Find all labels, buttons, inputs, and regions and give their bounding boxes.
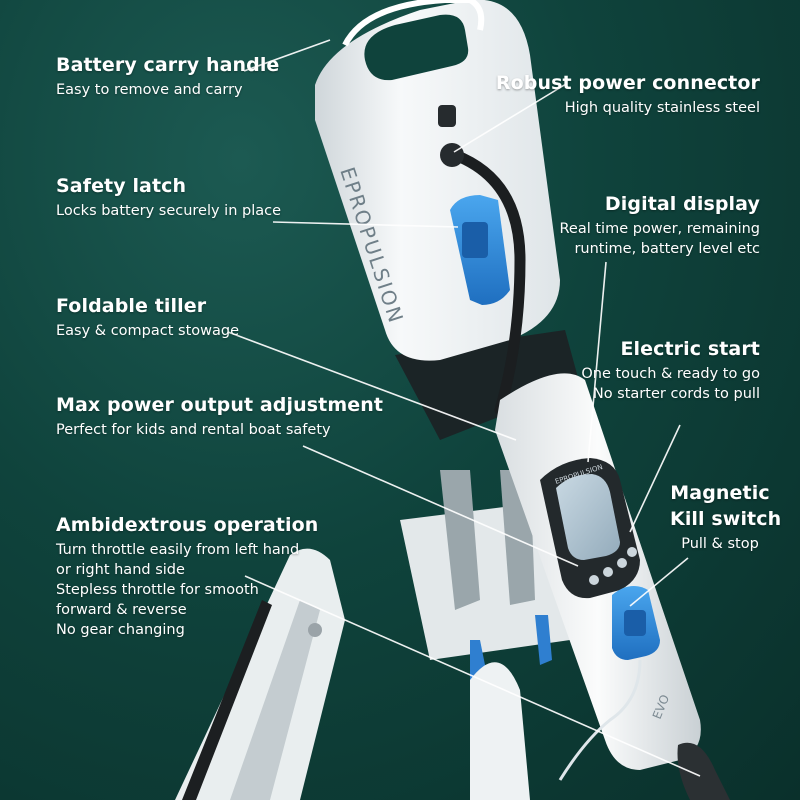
callout-foldable-tiller: Foldable tiller Easy & compact stowage (56, 295, 239, 340)
callout-title: Ambidextrous operation (56, 514, 319, 536)
callout-desc: Perfect for kids and rental boat safety (56, 421, 331, 438)
callout-battery-carry-handle: Battery carry handle Easy to remove and … (56, 54, 279, 99)
callout-title: Foldable tiller (56, 295, 207, 317)
callout-title: Battery carry handle (56, 54, 280, 76)
callout-desc: Easy & compact stowage (56, 322, 240, 339)
callout-ambidextrous-operation: Ambidextrous operation Turn throttle eas… (56, 514, 318, 639)
callout-safety-latch: Safety latch Locks battery securely in p… (56, 175, 281, 220)
kill-switch-lanyard (558, 659, 642, 781)
clamp-bracket (400, 470, 570, 800)
callout-title: Kill switch (670, 507, 782, 530)
callout-desc: Easy to remove and carry (56, 81, 243, 98)
callout-title: Safety latch (56, 175, 187, 197)
callout-title: Magnetic (670, 482, 770, 504)
callout-robust-power-connector: Robust power connector High quality stai… (496, 72, 760, 117)
callout-desc: Turn throttle easily from left hand (56, 541, 300, 558)
callout-title: Electric start (620, 338, 760, 360)
callout-desc: Stepless throttle for smooth (56, 582, 259, 598)
leader-lines (227, 39, 701, 777)
callout-desc: No starter cords to pull (592, 385, 760, 402)
boat-rail (175, 548, 345, 800)
callout-title: Digital display (604, 193, 760, 215)
callout-desc: Pull & stop (681, 535, 759, 552)
power-cable (449, 149, 526, 416)
callout-title: Max power output adjustment (56, 394, 384, 416)
callout-desc: One touch & ready to go (581, 365, 760, 382)
callout-electric-start: Electric start One touch & ready to go N… (581, 338, 760, 403)
callout-desc: No gear changing (56, 622, 185, 639)
callout-desc: High quality stainless steel (564, 99, 760, 116)
tiller: EPROPULSION EVO (495, 373, 730, 800)
callout-digital-display: Digital display Real time power, remaini… (560, 193, 761, 258)
digital-display (556, 474, 620, 560)
callout-desc: Locks battery securely in place (56, 202, 282, 219)
callout-desc: runtime, battery level etc (574, 240, 760, 257)
callout-desc: Real time power, remaining (559, 220, 761, 237)
callout-desc: or right hand side (56, 561, 185, 578)
callout-desc: forward & reverse (56, 602, 187, 619)
power-connector (440, 143, 464, 167)
callout-magnetic-kill-switch: Magnetic Kill switch Pull & stop (670, 482, 782, 553)
callout-max-power: Max power output adjustment Perfect for … (56, 394, 383, 439)
callout-title: Robust power connector (495, 72, 760, 94)
